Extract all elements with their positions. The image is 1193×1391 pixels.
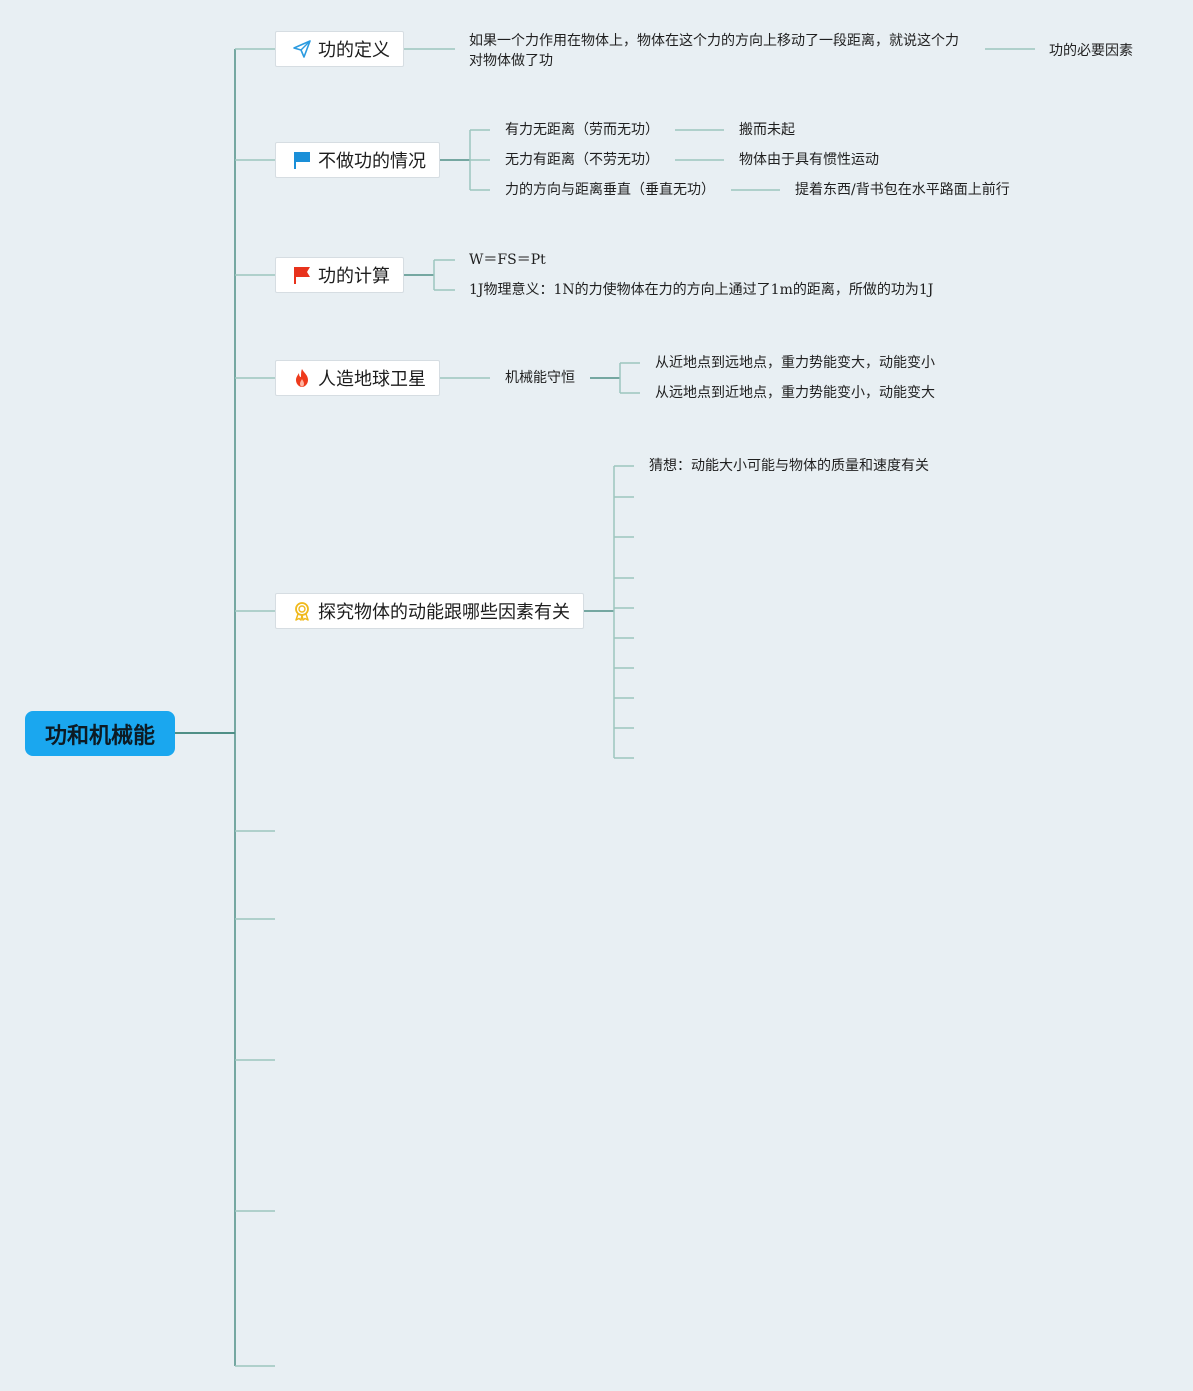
subtopic-perpendicular[interactable]: 力的方向与距离垂直（垂直无功）: [505, 182, 715, 198]
subtopic-inertia-motion[interactable]: 物体由于具有惯性运动: [739, 152, 879, 168]
subtopic-lift-not-raised[interactable]: 搬而未起: [739, 122, 795, 138]
medal-icon: [292, 601, 312, 621]
subtopic-distance-no-force[interactable]: 无力有距离（不劳无功）: [505, 152, 659, 168]
root-topic[interactable]: 功和机械能: [25, 711, 175, 756]
topic-label: 功的定义: [318, 40, 390, 61]
subtopic-formula[interactable]: W＝FS＝Pt: [469, 252, 546, 268]
topic-work-definition[interactable]: 功的定义: [275, 31, 404, 67]
subtopic-force-no-distance[interactable]: 有力无距离（劳而无功）: [505, 122, 659, 138]
subtopic-perigee-to-apogee[interactable]: 从近地点到远地点，重力势能变大，动能变小: [655, 355, 935, 371]
subtopic-joule-meaning[interactable]: 1J物理意义：1N的力使物体在力的方向上通过了1m的距离，所做的功为1J: [469, 282, 934, 298]
topic-no-work-cases[interactable]: 不做功的情况: [275, 142, 440, 178]
subtopic-hypothesis[interactable]: 猜想：动能大小可能与物体的质量和速度有关: [649, 458, 929, 474]
topic-label: 不做功的情况: [318, 151, 426, 172]
topic-label: 功的计算: [318, 266, 390, 287]
topic-label: 人造地球卫星: [318, 369, 426, 390]
subtopic-necessary-factors[interactable]: 功的必要因素: [1049, 43, 1133, 59]
blue-flag-icon: [292, 150, 312, 170]
topic-label: 探究物体的动能跟哪些因素有关: [318, 602, 570, 623]
subtopic-apogee-to-perigee[interactable]: 从远地点到近地点，重力势能变小，动能变大: [655, 385, 935, 401]
paper-plane-icon: [292, 39, 312, 59]
topic-work-calculation[interactable]: 功的计算: [275, 257, 404, 293]
red-flag-icon: [292, 265, 312, 285]
topic-kinetic-energy-factors[interactable]: 探究物体的动能跟哪些因素有关: [275, 593, 584, 629]
fire-icon: [292, 368, 312, 388]
subtopic-carry-horizontal[interactable]: 提着东西/背书包在水平路面上前行: [795, 182, 1010, 198]
subtopic-definition-text[interactable]: 如果一个力作用在物体上，物体在这个力的方向上移动了一段距离，就说这个力对物体做了…: [469, 33, 959, 69]
subtopic-energy-conservation[interactable]: 机械能守恒: [505, 370, 575, 386]
topic-satellite[interactable]: 人造地球卫星: [275, 360, 440, 396]
